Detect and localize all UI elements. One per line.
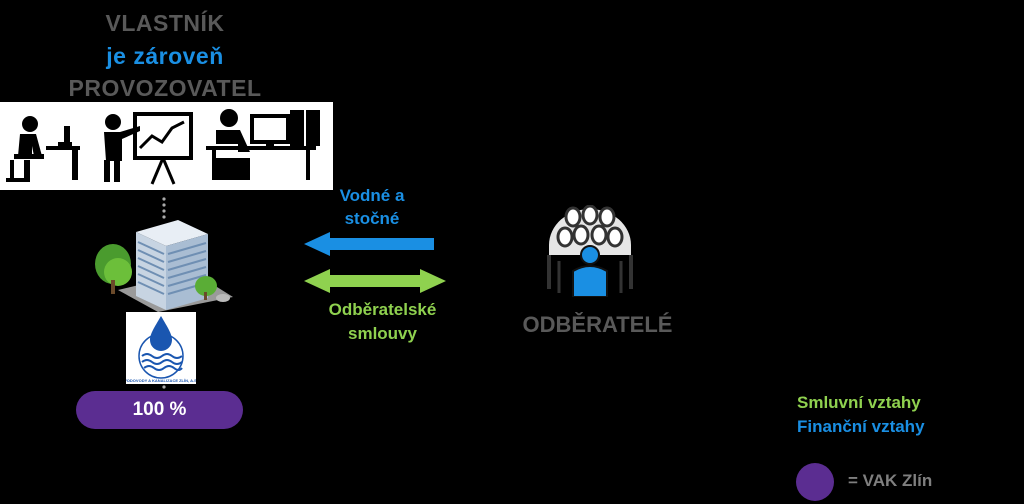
legend-company: = VAK Zlín [848, 471, 933, 490]
contracts-label-line2: smlouvy [348, 324, 417, 343]
svg-text:VODOVODY A KANALIZACE ZLÍN, A.: VODOVODY A KANALIZACE ZLÍN, A.S. [126, 378, 196, 383]
customers-group-icon [547, 205, 633, 297]
office-worker-icon [6, 116, 80, 182]
staff-panel [0, 102, 333, 190]
owner-title: VLASTNÍK [105, 10, 225, 36]
customers-label: ODBĚRATELÉ [522, 312, 673, 337]
contracts-label-line1: Odběratelské [328, 300, 437, 319]
relationship-arrows [304, 232, 446, 293]
financial-arrow [304, 232, 434, 256]
operator-title: PROVOZOVATEL [68, 75, 262, 101]
fees-label-line1: Vodné a [339, 186, 405, 205]
presenter-icon [104, 112, 193, 185]
office-building-icon [95, 220, 233, 312]
owner-subtitle: je zároveň [106, 43, 224, 69]
legend-company-swatch [796, 463, 834, 501]
dotted-connector [162, 197, 166, 389]
legend-contract: Smluvní vztahy [797, 393, 921, 412]
ownership-percent-badge: 100 % [76, 391, 243, 429]
legend-financial: Finanční vztahy [797, 417, 925, 436]
contract-arrow [304, 269, 446, 293]
computer-worker-icon [206, 109, 320, 180]
fees-label-line2: stočné [344, 209, 400, 228]
vak-zlin-logo: VODOVODY A KANALIZACE ZLÍN, A.S. [124, 312, 198, 384]
